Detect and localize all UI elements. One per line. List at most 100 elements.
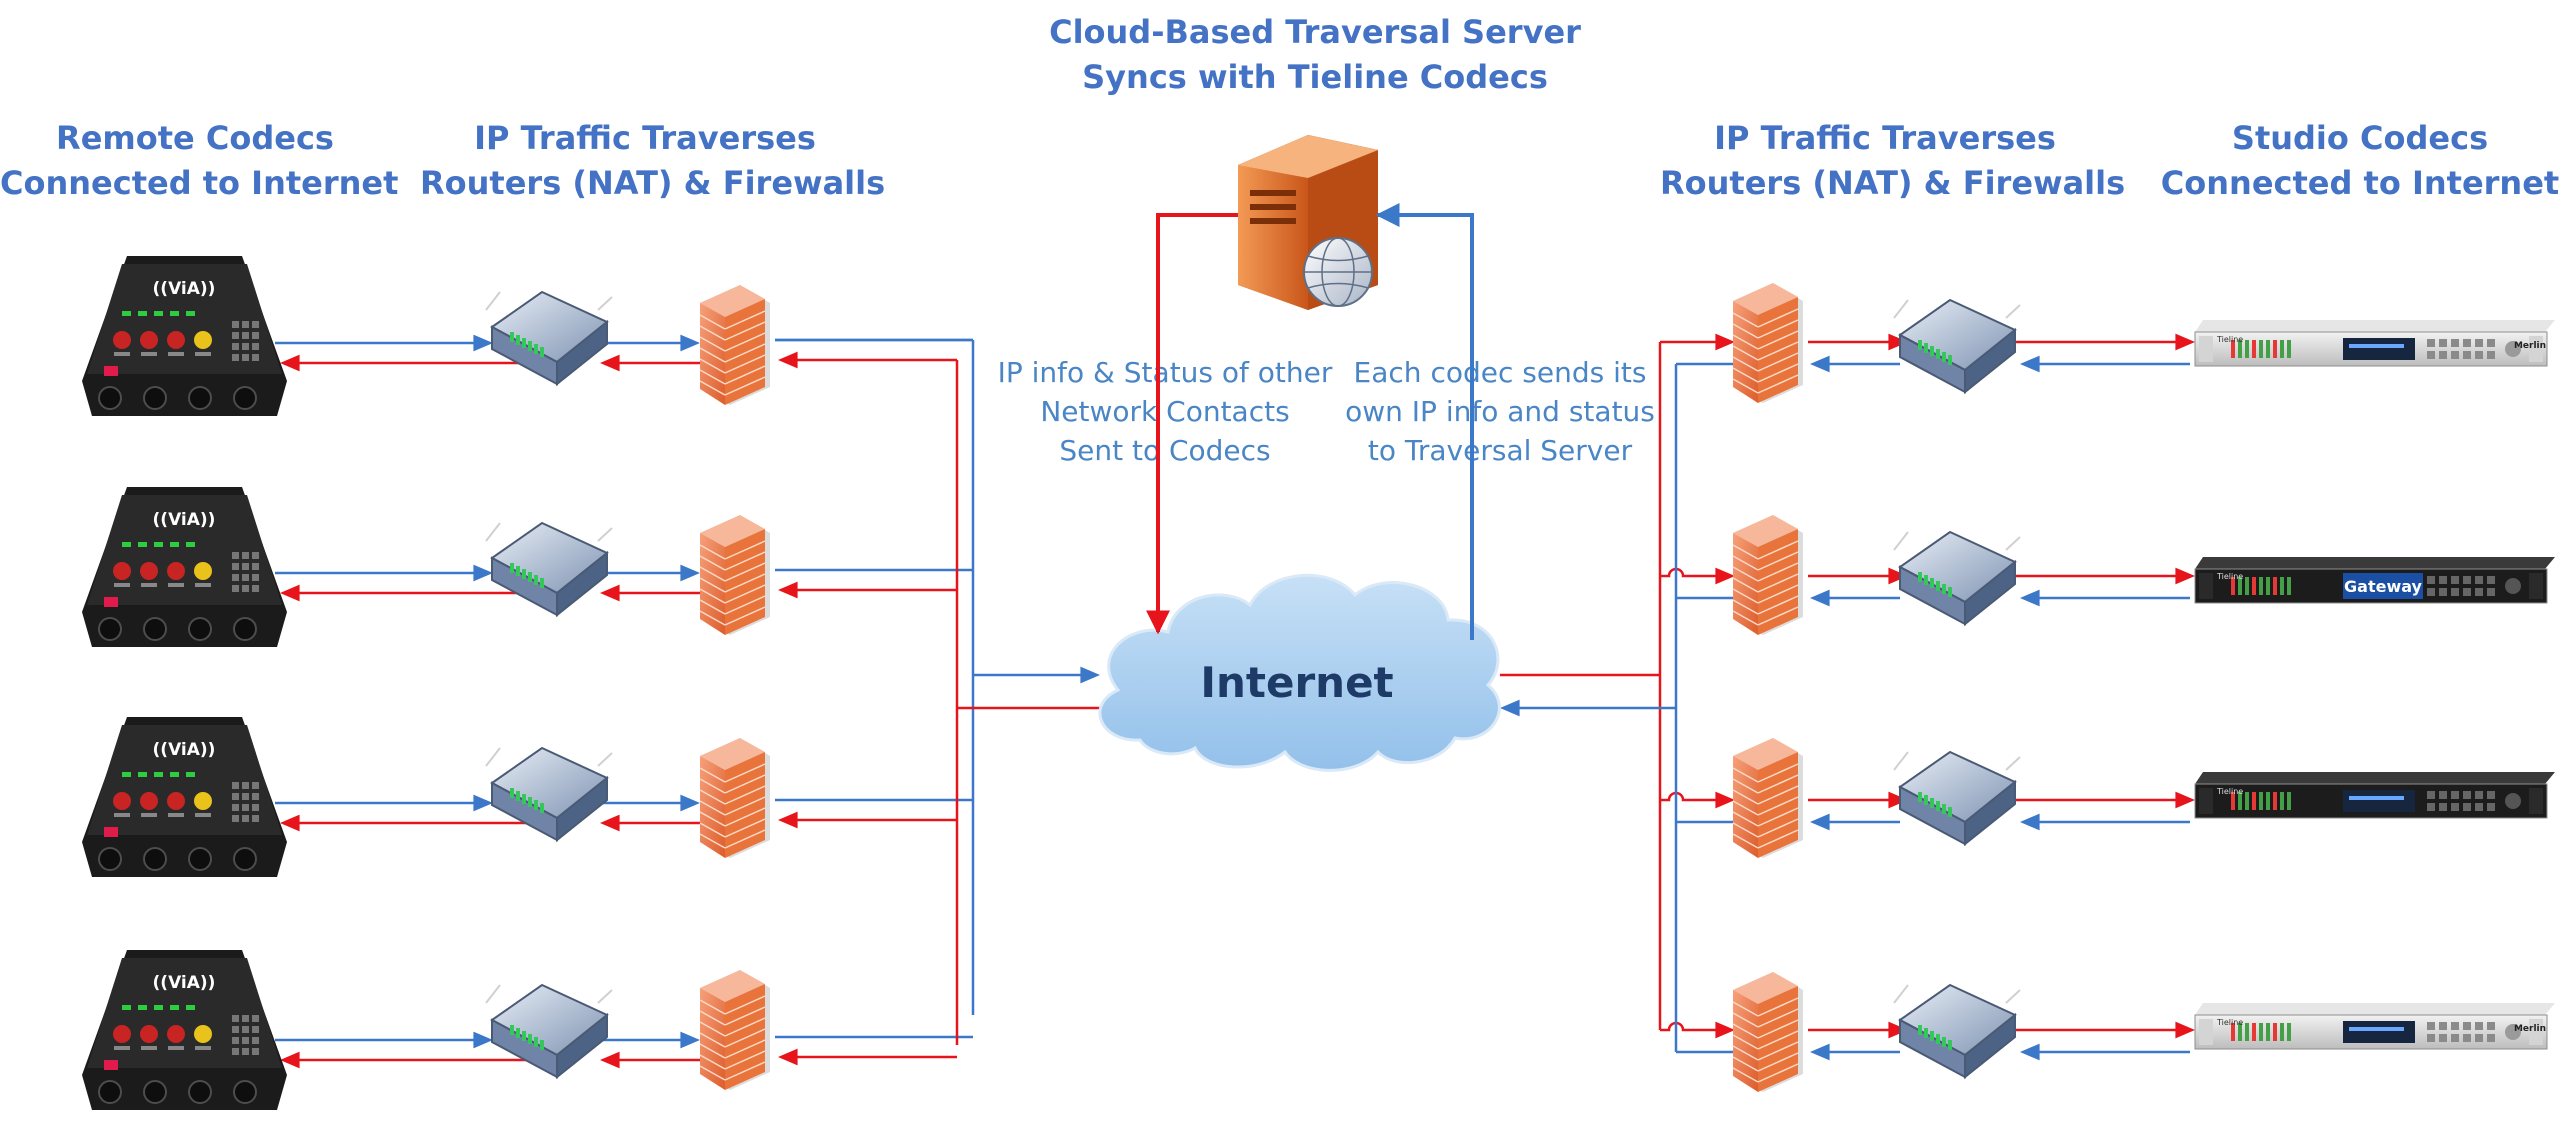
router-shadow bbox=[1893, 751, 2021, 771]
brick-line bbox=[1732, 789, 1759, 805]
firewall-icon bbox=[699, 970, 770, 1090]
record-button bbox=[104, 597, 118, 607]
led bbox=[170, 772, 179, 777]
brick-line bbox=[1732, 566, 1759, 582]
record-button bbox=[104, 1060, 118, 1070]
led bbox=[154, 542, 163, 547]
arrowhead bbox=[778, 1048, 798, 1066]
router-led bbox=[534, 1037, 538, 1047]
brick-line bbox=[1732, 544, 1759, 560]
brick-line bbox=[1757, 785, 1799, 805]
firewall-top bbox=[1733, 283, 1798, 315]
server-to-codecs-note: IP info & Status of other Network Contac… bbox=[985, 353, 1345, 470]
arrowhead bbox=[680, 1031, 700, 1049]
knob bbox=[113, 1025, 131, 1043]
brick-line bbox=[699, 544, 726, 560]
xlr-port bbox=[98, 386, 122, 410]
fader bbox=[168, 352, 184, 356]
rack-top bbox=[2195, 320, 2555, 332]
knob bbox=[167, 1025, 185, 1043]
meter bbox=[2238, 577, 2242, 595]
keypad-key bbox=[252, 343, 259, 350]
router-shadow bbox=[485, 747, 613, 767]
rack-screen bbox=[2343, 338, 2415, 360]
arrowhead bbox=[473, 1031, 493, 1049]
brick-line bbox=[724, 343, 766, 363]
brick-line bbox=[699, 555, 726, 571]
meter bbox=[2266, 340, 2270, 358]
firewall-top bbox=[700, 970, 765, 1002]
keypad-key bbox=[232, 343, 239, 350]
server-to-internet-arrow bbox=[1146, 213, 1238, 635]
router-icon bbox=[1893, 530, 2021, 627]
router-side bbox=[556, 775, 608, 843]
keypad-key bbox=[242, 563, 249, 570]
via-label: ((ViA)) bbox=[153, 740, 216, 760]
firewall-front bbox=[1733, 756, 1758, 858]
brick-line bbox=[1757, 319, 1799, 339]
knob bbox=[113, 792, 131, 810]
tieline-label: Tieline bbox=[2216, 335, 2243, 344]
rack-key bbox=[2487, 1034, 2495, 1042]
led bbox=[170, 1005, 179, 1010]
meter bbox=[2287, 340, 2291, 358]
brick-line bbox=[1757, 1063, 1799, 1083]
brick-line bbox=[1757, 352, 1799, 372]
brick-line bbox=[1732, 833, 1759, 849]
brick-line bbox=[1757, 551, 1799, 571]
arrowhead bbox=[1715, 333, 1735, 351]
tieline-label: Tieline bbox=[2216, 1018, 2243, 1027]
fader bbox=[168, 1046, 184, 1050]
brick-line bbox=[1732, 334, 1759, 350]
led bbox=[186, 1005, 195, 1010]
brick-line bbox=[699, 822, 726, 838]
router-shadow bbox=[1893, 299, 2021, 319]
arrowhead bbox=[680, 334, 700, 352]
keypad-key bbox=[232, 574, 239, 581]
brick-line bbox=[699, 577, 726, 593]
xlr-port bbox=[143, 847, 167, 871]
rack-key bbox=[2487, 791, 2495, 799]
screen-bar bbox=[2349, 1027, 2404, 1031]
brick-line bbox=[1732, 1045, 1759, 1061]
brick-line bbox=[1732, 811, 1759, 827]
brick-line bbox=[699, 1054, 726, 1070]
keypad-key bbox=[242, 793, 249, 800]
brick-line bbox=[1732, 367, 1759, 383]
arrowhead bbox=[1810, 589, 1830, 607]
led bbox=[154, 311, 163, 316]
keypad-key bbox=[252, 782, 259, 789]
knob bbox=[194, 792, 212, 810]
arrowhead bbox=[600, 1051, 620, 1069]
rack-key bbox=[2451, 791, 2459, 799]
meter bbox=[2245, 340, 2249, 358]
brick-line bbox=[1732, 1067, 1759, 1083]
knob bbox=[140, 792, 158, 810]
brick-line bbox=[699, 811, 726, 827]
arrowhead bbox=[1888, 567, 1908, 585]
rack-key bbox=[2439, 1034, 2447, 1042]
arrowhead bbox=[1888, 791, 1908, 809]
keypad-key bbox=[242, 1015, 249, 1022]
server-heading: Cloud-Based Traversal Server Syncs with … bbox=[1030, 10, 1600, 100]
arrowhead bbox=[2175, 1021, 2195, 1039]
rack-key bbox=[2487, 1022, 2495, 1030]
rack-key bbox=[2427, 1034, 2435, 1042]
brick-line bbox=[724, 540, 766, 560]
router-led bbox=[528, 341, 532, 351]
brick-line bbox=[699, 566, 726, 582]
led bbox=[138, 542, 147, 547]
rack-key bbox=[2475, 351, 2483, 359]
rack-key bbox=[2427, 803, 2435, 811]
router-led bbox=[510, 1025, 514, 1035]
router-icon bbox=[1893, 983, 2021, 1080]
knob bbox=[167, 562, 185, 580]
brick-line bbox=[724, 354, 766, 374]
brick-line bbox=[1757, 807, 1799, 827]
rack-key bbox=[2463, 803, 2471, 811]
keypad-key bbox=[242, 332, 249, 339]
keypad-key bbox=[232, 321, 239, 328]
keypad-key bbox=[252, 354, 259, 361]
